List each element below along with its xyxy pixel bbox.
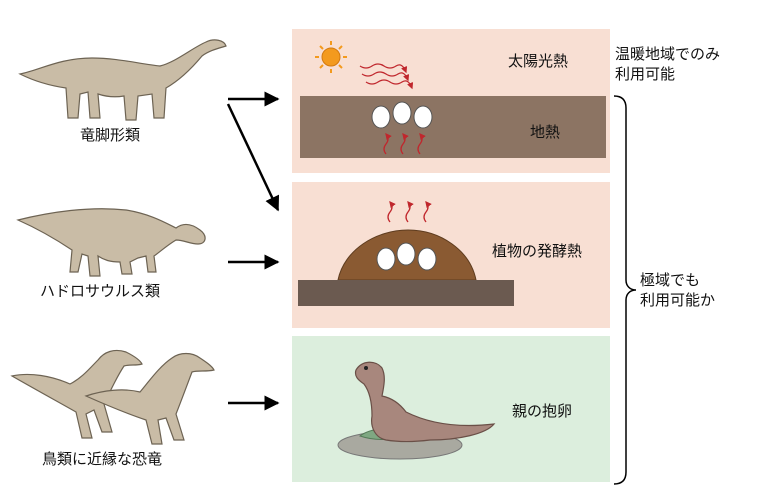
sun-icon <box>315 41 347 73</box>
note-polar-line1: 極域でも <box>640 271 701 289</box>
label-parental-brooding: 親の抱卵 <box>512 402 573 420</box>
sauropod-illustration <box>18 39 227 121</box>
parental-brooding-panel <box>292 336 610 482</box>
eggs-in-mound <box>376 242 437 271</box>
ground-base <box>298 280 514 306</box>
note-warm-line2: 利用可能 <box>615 65 676 83</box>
brooding-parent-illustration <box>354 361 496 443</box>
note-warm-only: 温暖地域でのみ 利用可能 <box>615 44 720 84</box>
hadrosaur-illustration <box>16 208 206 277</box>
label-birdlike: 鳥類に近縁な恐竜 <box>42 450 163 468</box>
eggs-in-ground <box>371 101 433 129</box>
bracket <box>613 95 637 485</box>
label-plant-fermentation: 植物の発酵熱 <box>492 242 583 260</box>
label-sauropod: 竜脚形類 <box>80 126 141 144</box>
arrow-sauropod-to-plant <box>226 103 280 212</box>
label-solar-heat: 太陽光熱 <box>508 52 569 70</box>
note-warm-line1: 温暖地域でのみ <box>615 45 721 63</box>
ground-soil <box>300 96 606 158</box>
geothermal-heat-arrows <box>383 132 426 155</box>
pathway-arrows <box>226 91 280 411</box>
label-hadrosaur: ハドロサウルス類 <box>40 282 161 300</box>
fermentation-heat-arrows <box>387 200 432 223</box>
note-polar-line2: 利用可能か <box>640 291 716 309</box>
solar-heat-arrows <box>359 63 414 90</box>
label-geothermal: 地熱 <box>530 123 561 141</box>
birdlike-dinosaur-illustration <box>10 349 215 445</box>
note-polar: 極域でも 利用可能か <box>640 270 715 310</box>
